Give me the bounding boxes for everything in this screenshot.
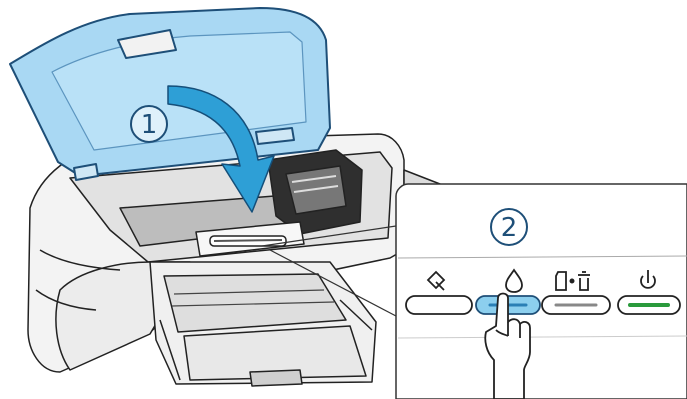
step-1-number: 1 [141, 110, 158, 140]
step-2-marker: 2 [491, 209, 527, 245]
power-button[interactable] [618, 296, 680, 314]
step-1-marker: 1 [131, 106, 167, 142]
control-panel-callout: 2 [396, 184, 687, 399]
output-tray [150, 262, 376, 386]
ink-cartridge-button[interactable] [406, 296, 472, 314]
paper-trash-button[interactable] [542, 296, 610, 314]
step-2-number: 2 [501, 213, 518, 243]
